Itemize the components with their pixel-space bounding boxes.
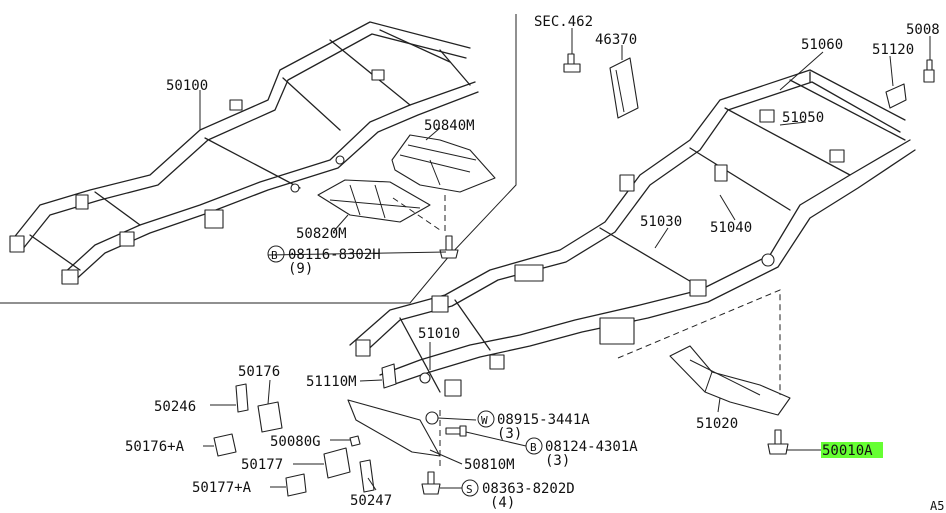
label-08116[interactable]: 08116-8302H [288,247,381,263]
qty-08124: (3) [545,453,570,469]
label-50080g[interactable]: 50080G [270,434,321,450]
skid-plate-50840m [391,134,496,193]
label-50176a[interactable]: 50176+A [125,439,185,455]
bolt-08124-icon [445,425,467,437]
bolt-08363-icon [421,471,441,495]
label-50820m[interactable]: 50820M [296,226,347,242]
label-50177a[interactable]: 50177+A [192,480,252,496]
label-50010a[interactable]: 50010A [822,443,873,459]
qty-08915: (3) [497,426,522,442]
prefix-b-badge-08124 [525,437,543,455]
label-08915[interactable]: 08915-3441A [497,412,590,428]
qty-08363: (4) [490,495,515,511]
bracket-50176a [213,433,237,457]
bracket-50176 [257,401,283,433]
bolt-5008-icon [923,59,935,83]
prefix-b-badge-08116 [267,245,285,263]
prefix-s-badge-08363 [461,479,479,497]
label-51010[interactable]: 51010 [418,326,460,342]
label-50247[interactable]: 50247 [350,493,392,509]
bracket-50247 [359,459,375,493]
bracket-50246 [235,383,249,413]
prefix-s-08363: S [466,483,473,496]
label-50246[interactable]: 50246 [154,399,196,415]
bolt-sec462-icon [563,53,581,73]
bolt-08116-icon [439,235,459,259]
bracket-50810m [347,399,441,457]
label-51110m[interactable]: 51110M [306,374,357,390]
label-51120[interactable]: 51120 [872,42,914,58]
bracket-51110m [381,363,397,389]
label-46370[interactable]: 46370 [595,32,637,48]
screw-50080g-icon [349,435,361,447]
label-08363[interactable]: 08363-8202D [482,481,575,497]
plate-46370 [609,57,639,119]
prefix-w-08915: W [481,414,488,427]
bracket-51120 [885,83,907,109]
skid-plate-50820m [317,179,431,223]
bracket-50177 [323,447,351,479]
highlight-50010a [821,442,883,458]
label-51020[interactable]: 51020 [696,416,738,432]
label-50100[interactable]: 50100 [166,78,208,94]
label-5008[interactable]: 5008 [906,22,940,38]
corner-mark: A5 [930,499,944,513]
label-50177[interactable]: 50177 [241,457,283,473]
label-51050[interactable]: 51050 [782,110,824,126]
label-50840m[interactable]: 50840M [424,118,475,134]
bolt-50010a-icon [767,429,789,455]
qty-08116: (9) [288,261,313,277]
label-51030[interactable]: 51030 [640,214,682,230]
label-08124[interactable]: 08124-4301A [545,439,638,455]
label-sec462[interactable]: SEC.462 [534,14,593,30]
prefix-w-badge-08915 [477,410,495,428]
bracket-50177a [285,473,307,497]
prefix-b-08124: B [530,441,537,454]
washer-08915-icon [425,411,439,425]
label-50176[interactable]: 50176 [238,364,280,380]
prefix-b-08116: B [271,249,278,262]
label-50810m[interactable]: 50810M [464,457,515,473]
label-51040[interactable]: 51040 [710,220,752,236]
main-frame [349,69,916,397]
inset-frame-50100 [9,21,479,285]
label-51060[interactable]: 51060 [801,37,843,53]
